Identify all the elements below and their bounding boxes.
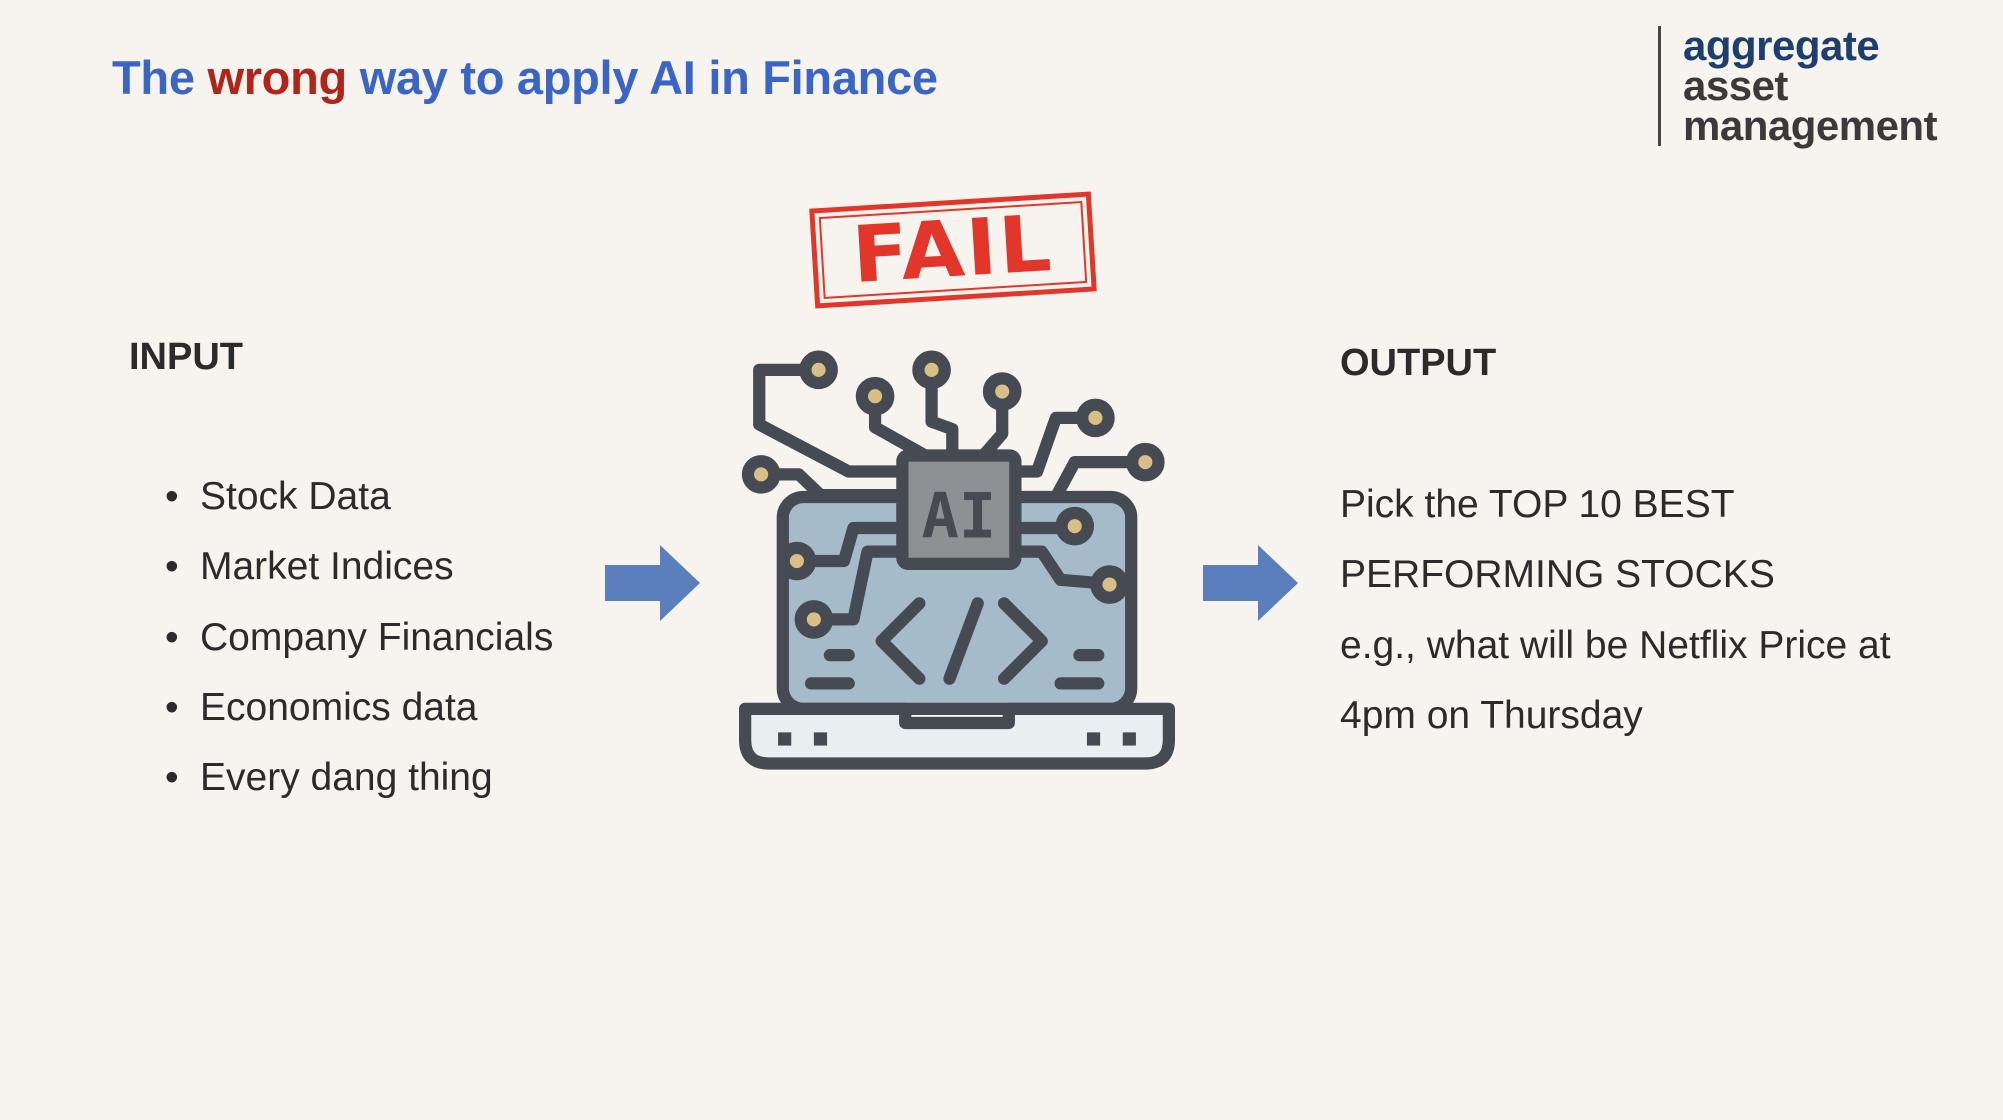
input-list: • Stock Data • Market Indices • Company Fin… (165, 470, 553, 821)
list-item-text: Economics data (200, 685, 478, 729)
list-item-text: Market Indices (200, 545, 454, 589)
ai-chip-label: AI (921, 479, 996, 552)
fail-stamp-inner-border: FAIL (818, 198, 1088, 302)
right-arrow-icon (605, 545, 700, 621)
list-item: • Market Indices (165, 540, 553, 610)
fail-stamp-text: FAIL (849, 198, 1057, 302)
output-line: 4pm on Thursday (1340, 693, 1643, 737)
slide-title: The wrong way to apply AI in Finance (112, 50, 938, 105)
company-logo: aggregate asset management (1658, 22, 1938, 149)
output-line: PERFORMING STOCKS (1340, 553, 1775, 597)
list-item-text: Every dang thing (200, 756, 493, 800)
right-arrow-icon (1203, 545, 1298, 621)
title-suffix: way to apply AI in Finance (359, 51, 938, 104)
list-item: • Every dang thing (165, 751, 553, 821)
bullet-icon: • (165, 545, 179, 589)
output-line: e.g., what will be Netflix Price at (1340, 623, 1891, 667)
bullet-icon: • (165, 475, 179, 518)
output-heading: OUTPUT (1340, 342, 1497, 384)
list-item-text: Stock Data (200, 475, 391, 518)
list-item: • Economics data (165, 681, 553, 751)
ai-laptop-icon: AI (739, 350, 1175, 770)
list-item-text: Company Financials (200, 615, 554, 659)
logo-line-1: aggregate (1683, 22, 1880, 69)
list-item: • Stock Data (165, 470, 553, 540)
list-item: • Company Financials (165, 611, 553, 681)
bullet-icon: • (165, 756, 179, 800)
title-highlight: wrong (207, 51, 347, 104)
output-line: Pick the TOP 10 BEST (1340, 483, 1735, 526)
fail-stamp: FAIL (809, 191, 1097, 309)
logo-line-3: management (1683, 102, 1938, 149)
bullet-icon: • (165, 685, 179, 729)
input-heading: INPUT (129, 336, 243, 378)
output-description: Pick the TOP 10 BEST PERFORMING STOCKS e… (1340, 478, 1891, 759)
bullet-icon: • (165, 615, 179, 659)
title-prefix: The (112, 51, 195, 104)
logo-line-2: asset (1683, 62, 1788, 109)
